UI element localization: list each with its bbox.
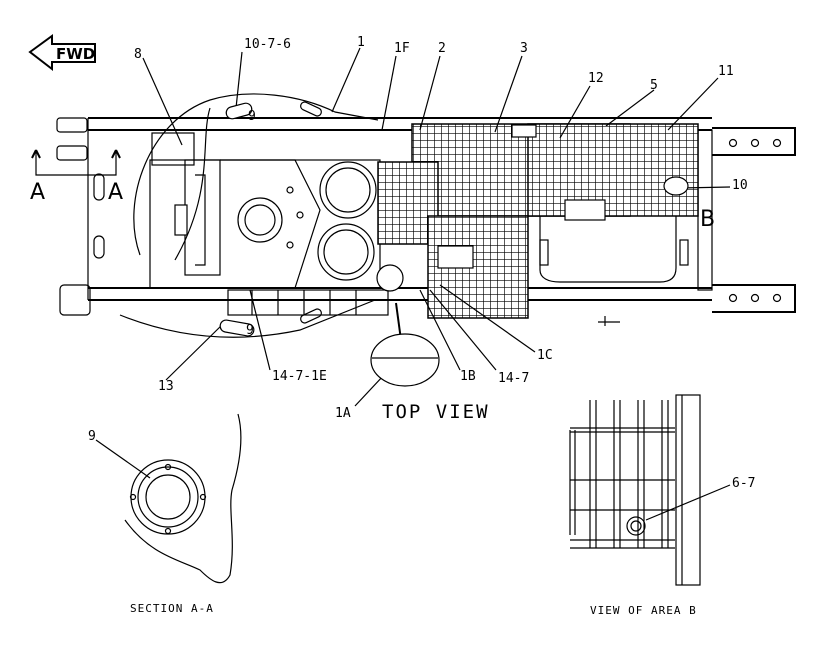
callout-10-7-6: 10-7-6: [244, 37, 291, 52]
callout-1c: 1C: [537, 348, 553, 363]
callout-10: 10: [732, 178, 748, 193]
callout-3: 3: [520, 41, 528, 56]
callout-14-7: 14-7: [498, 371, 529, 386]
filter-part-9-top: [225, 102, 253, 120]
callout-2: 2: [438, 41, 446, 56]
callout-12: 12: [588, 71, 604, 86]
callout-9-section: 9: [88, 429, 96, 444]
area-b-caption: VIEW OF AREA B: [590, 604, 697, 617]
callout-6-7: 6-7: [732, 476, 755, 491]
part-8-clamp: [151, 132, 195, 166]
lamp-1a: [370, 264, 440, 387]
section-a-left-label: A: [30, 180, 45, 205]
callout-1b: 1B: [460, 369, 476, 384]
grating-walkway: [377, 123, 699, 319]
section-marker-a: A A: [30, 149, 123, 205]
callout-1a: 1A: [335, 406, 351, 421]
callout-13: 13: [158, 379, 174, 394]
area-b-label: B: [700, 207, 715, 232]
callout-9-top: 9: [248, 109, 256, 124]
callout-8: 8: [134, 47, 142, 62]
section-a-a-view: 9 SECTION A-A: [88, 413, 242, 615]
leader-lines: [142, 47, 731, 407]
callout-14-7-1e: 14-7-1E: [272, 369, 327, 384]
callout-5: 5: [650, 78, 658, 93]
callout-9-bottom: 9: [246, 323, 254, 338]
fwd-label: FWD: [56, 45, 95, 63]
filter-part-9-bottom: [219, 319, 255, 337]
forward-arrow-icon: FWD: [28, 34, 96, 72]
section-a-a-caption: SECTION A-A: [130, 602, 214, 615]
callout-11: 11: [718, 64, 734, 79]
callout-1f: 1F: [394, 41, 410, 56]
section-a-right-label: A: [108, 180, 123, 205]
top-view-frame: [56, 93, 796, 338]
callout-labels: 10-7-6 1 8 9 1F 2 3 12 5 11 10 9 13 14-7…: [134, 35, 748, 421]
top-view-title: TOP VIEW: [382, 401, 490, 423]
area-b-view: 6-7 VIEW OF AREA B: [569, 394, 755, 617]
step-assembly: [227, 289, 389, 316]
callout-1: 1: [357, 35, 365, 50]
